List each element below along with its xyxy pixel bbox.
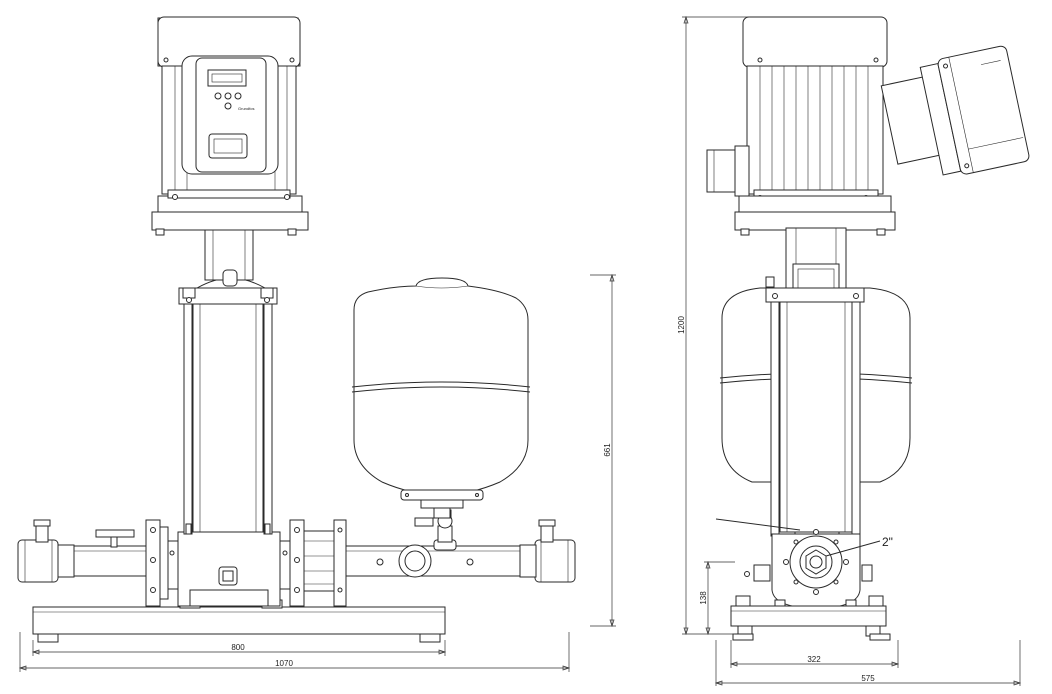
front-pump-body	[167, 531, 291, 607]
front-right-flange	[289, 519, 347, 607]
side-base-frame	[730, 595, 891, 641]
front-view: Grundfos 1070	[17, 16, 616, 672]
front-manifold-pipes	[69, 545, 534, 577]
dim-front-height-661: 661	[603, 443, 612, 457]
front-pressure-gauge	[95, 529, 135, 548]
front-dimensions: 1070 800 661	[18, 273, 616, 672]
side-cable-gland	[706, 145, 750, 197]
dim-side-width-322: 322	[807, 655, 821, 664]
side-motor	[742, 16, 888, 201]
connection-size-label: 2"	[882, 535, 893, 549]
front-tee-fitting	[398, 509, 457, 578]
side-control-box	[880, 45, 1030, 176]
dim-side-height-1200: 1200	[677, 316, 686, 334]
side-motor-stool	[734, 195, 896, 299]
side-pump-body	[744, 529, 873, 609]
side-pump-column	[715, 287, 865, 541]
front-right-ball-valve	[519, 519, 576, 583]
control-panel-label: Grundfos	[238, 106, 254, 111]
dim-side-width-575: 575	[861, 674, 875, 683]
front-motor-stool	[151, 195, 309, 289]
front-left-ball-valve	[17, 519, 75, 583]
front-pump-column	[178, 287, 278, 535]
side-view: 2" 1200 138	[677, 15, 1030, 686]
dim-front-width-1070: 1070	[275, 659, 293, 668]
front-control-box: Grundfos	[181, 55, 279, 175]
dim-side-height-138: 138	[699, 591, 708, 605]
side-connection-callout: 2"	[825, 535, 893, 557]
front-base-frame	[32, 599, 446, 643]
side-dimensions: 1200 138 322 575	[677, 15, 1022, 686]
dim-front-width-800: 800	[231, 643, 245, 652]
front-left-flange	[145, 519, 169, 607]
front-expansion-tank	[351, 277, 531, 519]
